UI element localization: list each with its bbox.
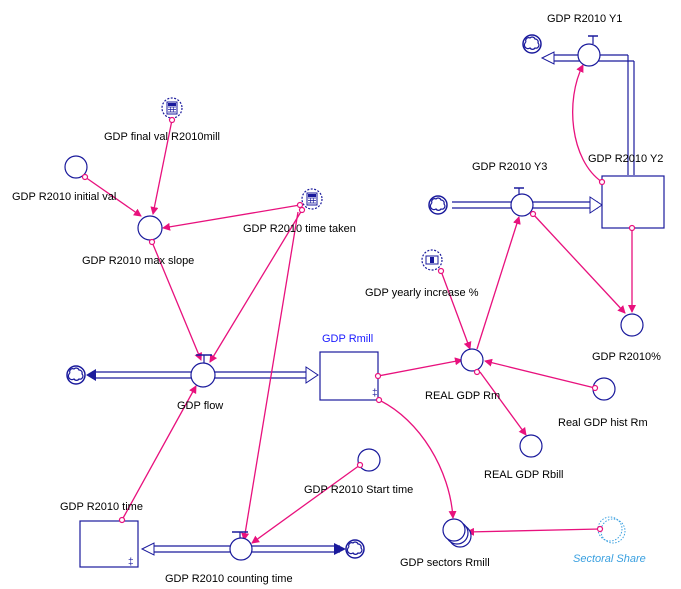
aux-gdp-max-slope[interactable] — [137, 215, 163, 241]
aux-gdp-sectors-rmill[interactable] — [442, 518, 472, 548]
label-gdp-rmill: GDP Rmill — [322, 333, 373, 345]
label-real-gdp-rm: REAL GDP Rm — [425, 390, 500, 402]
label-gdp-initial-val: GDP R2010 initial val — [12, 191, 116, 203]
stock-gdp-rmill[interactable] — [319, 351, 379, 401]
aux-real-gdp-rm[interactable] — [460, 348, 484, 372]
table-function-icon[interactable] — [301, 188, 323, 210]
label-gdp-time-taken: GDP R2010 time taken — [243, 223, 356, 235]
label-gdp-r2010-y3: GDP R2010 Y3 — [472, 161, 547, 173]
label-gdp-flow: GDP flow — [177, 400, 223, 412]
valve-gdp-r2010-y1[interactable] — [577, 35, 601, 67]
label-gdp-sectors-rmill: GDP sectors Rmill — [400, 557, 490, 569]
label-real-gdp-rbill: REAL GDP Rbill — [484, 469, 563, 481]
stock-gdp-r2010-time[interactable] — [79, 520, 139, 568]
aux-gdp-initial-val[interactable] — [64, 155, 88, 179]
label-gdp-max-slope: GDP R2010 max slope — [82, 255, 194, 267]
label-gdp-counting-time: GDP R2010 counting time — [165, 573, 293, 585]
label-gdp-r2010-y2: GDP R2010 Y2 — [588, 153, 663, 165]
aux-gdp-r2010-pct[interactable] — [620, 313, 644, 337]
aux-gdp-start-time[interactable] — [357, 448, 381, 472]
cloud-icon — [345, 539, 365, 559]
valve-gdp-flow[interactable] — [190, 354, 216, 388]
connector-dots — [81, 116, 636, 533]
stock-marker-icon: ‡ — [128, 557, 134, 568]
label-gdp-r2010-pct: GDP R2010% — [592, 351, 661, 363]
stock-gdp-r2010-y2[interactable] — [601, 175, 665, 229]
label-gdp-r2010-y1: GDP R2010 Y1 — [547, 13, 622, 25]
label-gdp-r2010-time: GDP R2010 time — [60, 501, 143, 513]
valve-gdp-r2010-y3[interactable] — [510, 187, 534, 217]
label-real-gdp-hist-rm: Real GDP hist Rm — [558, 417, 648, 429]
label-gdp-start-time: GDP R2010 Start time — [304, 484, 413, 496]
cloud-icon — [66, 365, 86, 385]
slider-input-icon[interactable] — [421, 249, 443, 271]
table-function-icon[interactable] — [161, 97, 183, 119]
label-gdp-yearly-increase: GDP yearly increase % — [365, 287, 479, 299]
connectors — [84, 64, 636, 544]
aux-real-gdp-rbill[interactable] — [519, 434, 543, 458]
label-gdp-final-val: GDP final val R2010mill — [104, 131, 220, 143]
cloud-icon — [522, 34, 542, 54]
stock-marker-icon: ‡ — [372, 388, 378, 399]
cloud-icon — [428, 195, 448, 215]
valve-gdp-counting-time[interactable] — [229, 531, 253, 561]
label-sectoral-share: Sectoral Share — [573, 553, 646, 565]
